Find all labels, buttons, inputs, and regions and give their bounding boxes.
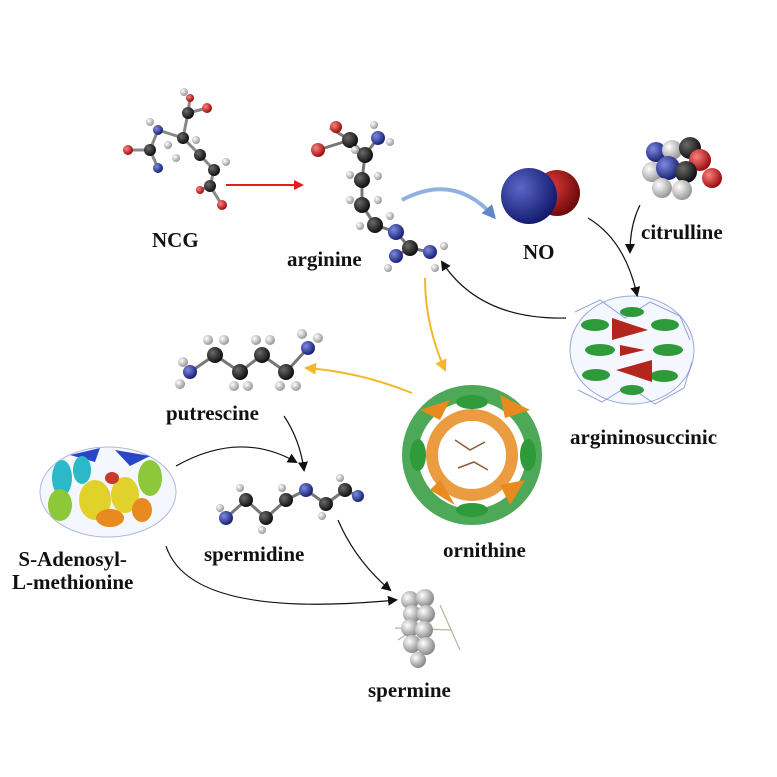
label-putrescine: putrescine: [166, 401, 259, 425]
label-spermidine: spermidine: [204, 542, 305, 566]
arginine-to-no-arrow: [401, 187, 496, 220]
arginine-molecule-image: [311, 121, 448, 272]
label-spermine: spermine: [368, 678, 451, 702]
ornithine-to-putrescine-arrow: [304, 362, 413, 394]
sam-to-spermine-arrow: [165, 545, 398, 606]
label-sam-line1: S-Adenosyl-: [18, 547, 127, 571]
label-citrulline: citrulline: [641, 220, 723, 244]
label-s-adenosyl-l-methionine: S-Adenosyl- L-methionine: [12, 547, 134, 595]
sam-to-spermidine-arrow: [175, 446, 298, 467]
argininosuccinic-protein-image: [569, 295, 695, 405]
spermine-molecule-image: [394, 589, 461, 668]
spermidine-to-spermine-arrow: [337, 519, 392, 592]
citrulline-to-argininosuccinic-arrow: [625, 204, 641, 254]
label-sam-line2: L-methionine: [12, 570, 134, 595]
no-to-argininosuccinic-arrow: [587, 217, 641, 297]
label-arginine: arginine: [287, 247, 362, 271]
citrulline-molecule-image: [642, 137, 722, 200]
sam-protein-image: [39, 446, 177, 538]
arginine-to-ornithine-arrow: [424, 277, 447, 372]
spermidine-molecule-image: [216, 474, 364, 534]
ornithine-protein-image: [402, 385, 542, 525]
ncg-molecule-image: [123, 88, 230, 210]
putrescine-to-spermidine-arrow: [283, 415, 308, 472]
label-argininosuccinic: argininosuccinic: [570, 425, 718, 449]
label-ornithine: ornithine: [443, 538, 526, 562]
no-molecule-image: [501, 168, 580, 224]
label-ncg: NCG: [152, 228, 199, 252]
label-no: NO: [523, 240, 555, 264]
argininosuccinic-to-arginine-arrow: [440, 260, 567, 319]
putrescine-molecule-image: [175, 329, 323, 391]
